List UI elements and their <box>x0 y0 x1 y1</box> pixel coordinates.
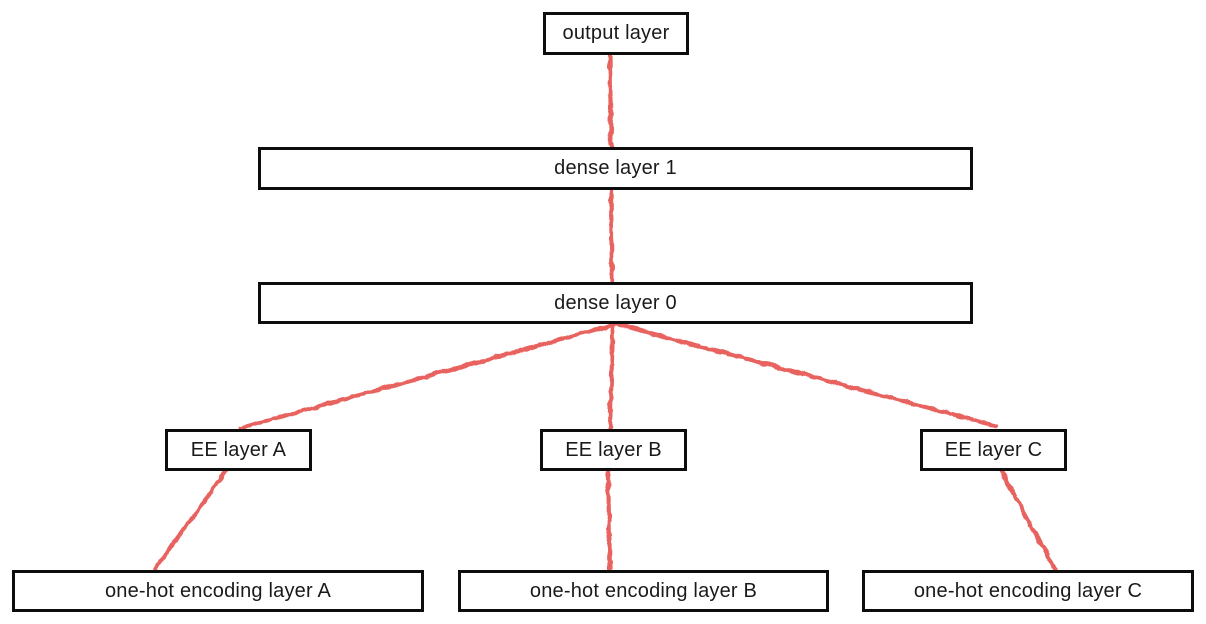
node-output-layer-label: output layer <box>562 22 670 44</box>
node-ee-layer-a: EE layer A <box>165 429 312 471</box>
node-ee-layer-c-label: EE layer C <box>944 438 1043 461</box>
edge-output-dense1 <box>607 52 614 150</box>
node-ee-layer-c: EE layer C <box>920 429 1067 471</box>
node-onehot-encoding-layer-c-label: one-hot encoding layer C <box>913 579 1143 602</box>
edge-dense0-ee_a <box>237 321 619 431</box>
node-onehot-encoding-layer-b-label: one-hot encoding layer B <box>529 579 758 602</box>
node-dense-layer-1-label: dense layer 1 <box>554 157 677 179</box>
edge-dense0-ee_c <box>614 321 999 429</box>
edge-ee_a-onehot_a <box>152 468 229 572</box>
node-onehot-encoding-layer-a-label: one-hot encoding layer A <box>104 579 332 602</box>
node-ee-layer-b: EE layer B <box>540 429 687 471</box>
node-onehot-encoding-layer-a: one-hot encoding layer A <box>12 570 424 612</box>
node-onehot-encoding-layer-b: one-hot encoding layer B <box>458 570 829 612</box>
node-ee-layer-a-label: EE layer A <box>190 438 287 461</box>
node-dense-layer-0-label: dense layer 0 <box>554 291 677 314</box>
node-dense-layer-1: dense layer 1 <box>258 147 973 190</box>
edge-dense1-dense0 <box>608 187 615 285</box>
node-ee-layer-b-label: EE layer B <box>565 438 662 461</box>
edge-ee_c-onehot_c <box>998 468 1058 572</box>
edge-dense0-ee_b <box>607 321 616 432</box>
node-onehot-encoding-layer-c: one-hot encoding layer C <box>862 570 1194 612</box>
node-dense-layer-0: dense layer 0 <box>258 282 973 324</box>
edge-ee_b-onehot_b <box>605 468 613 572</box>
node-output-layer: output layer <box>543 12 689 55</box>
